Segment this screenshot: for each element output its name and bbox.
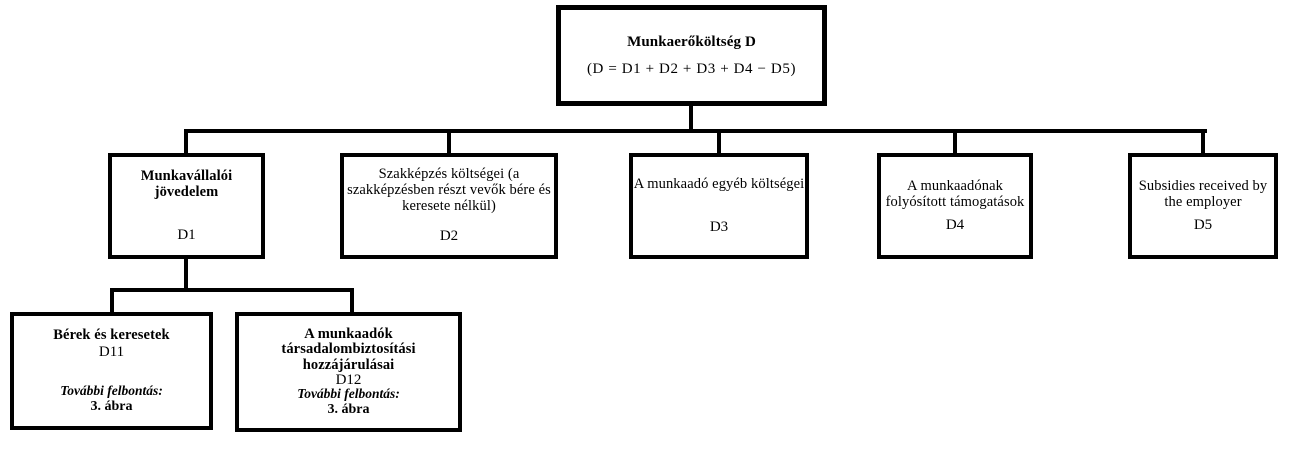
connector-drop-d4 xyxy=(953,129,957,155)
node-d3: A munkaadó egyéb költségei D3 xyxy=(629,153,809,259)
connector-root-stem xyxy=(689,106,693,132)
node-d4: A munkaadónak folyósított támogatások D4 xyxy=(877,153,1033,259)
connector-level1-bus xyxy=(186,129,1207,133)
node-code-d11: D11 xyxy=(98,343,125,360)
node-title-d: Munkaerőköltség D xyxy=(627,33,756,50)
node-note-label-d12: További felbontás: xyxy=(297,386,400,402)
node-labour-cost-d: Munkaerőköltség D (D = D1 + D2 + D3 + D4… xyxy=(556,5,827,106)
node-d2: Szakképzés költségei (a szakképzésben ré… xyxy=(340,153,558,259)
connector-drop-d5 xyxy=(1201,129,1205,155)
connector-level2-bus xyxy=(111,288,354,292)
node-d5: Subsidies received by the employer D5 xyxy=(1128,153,1278,259)
node-title-d2: Szakképzés költségei (a szakképzésben ré… xyxy=(347,166,551,214)
node-code-d3: D3 xyxy=(709,218,729,235)
node-formula-d: (D = D1 + D2 + D3 + D4 − D5) xyxy=(586,61,797,77)
node-d11: Bérek és keresetek D11 További felbontás… xyxy=(10,312,213,430)
node-d1: Munkavállalói jövedelem D1 xyxy=(108,153,265,259)
connector-drop-d3 xyxy=(717,129,721,155)
node-title-d5: Subsidies received by the employer xyxy=(1138,178,1268,210)
node-note-label-d11: További felbontás: xyxy=(60,383,163,399)
node-title-d11: Bérek és keresetek xyxy=(53,327,170,344)
connector-drop-d2 xyxy=(447,129,451,155)
node-title-d3: A munkaadó egyéb költségei xyxy=(633,176,805,193)
connector-drop-d11 xyxy=(110,288,114,314)
node-title-d4: A munkaadónak folyósított támogatások xyxy=(885,178,1025,210)
connector-d1-stem xyxy=(184,259,188,290)
node-code-d5: D5 xyxy=(1193,216,1213,233)
connector-drop-d1 xyxy=(184,129,188,155)
node-code-d12: D12 xyxy=(335,372,362,389)
node-code-d4: D4 xyxy=(945,216,965,233)
node-title-d12: A munkaadók társadalombiztosítási hozzáj… xyxy=(281,326,416,373)
node-note-ref-d12: 3. ábra xyxy=(327,401,370,417)
connector-drop-d12 xyxy=(350,288,354,314)
node-code-d2: D2 xyxy=(439,228,459,245)
node-d12: A munkaadók társadalombiztosítási hozzáj… xyxy=(235,312,462,432)
node-code-d1: D1 xyxy=(177,226,196,243)
node-note-ref-d11: 3. ábra xyxy=(90,398,133,414)
node-title-d1: Munkavállalói jövedelem xyxy=(140,168,233,200)
